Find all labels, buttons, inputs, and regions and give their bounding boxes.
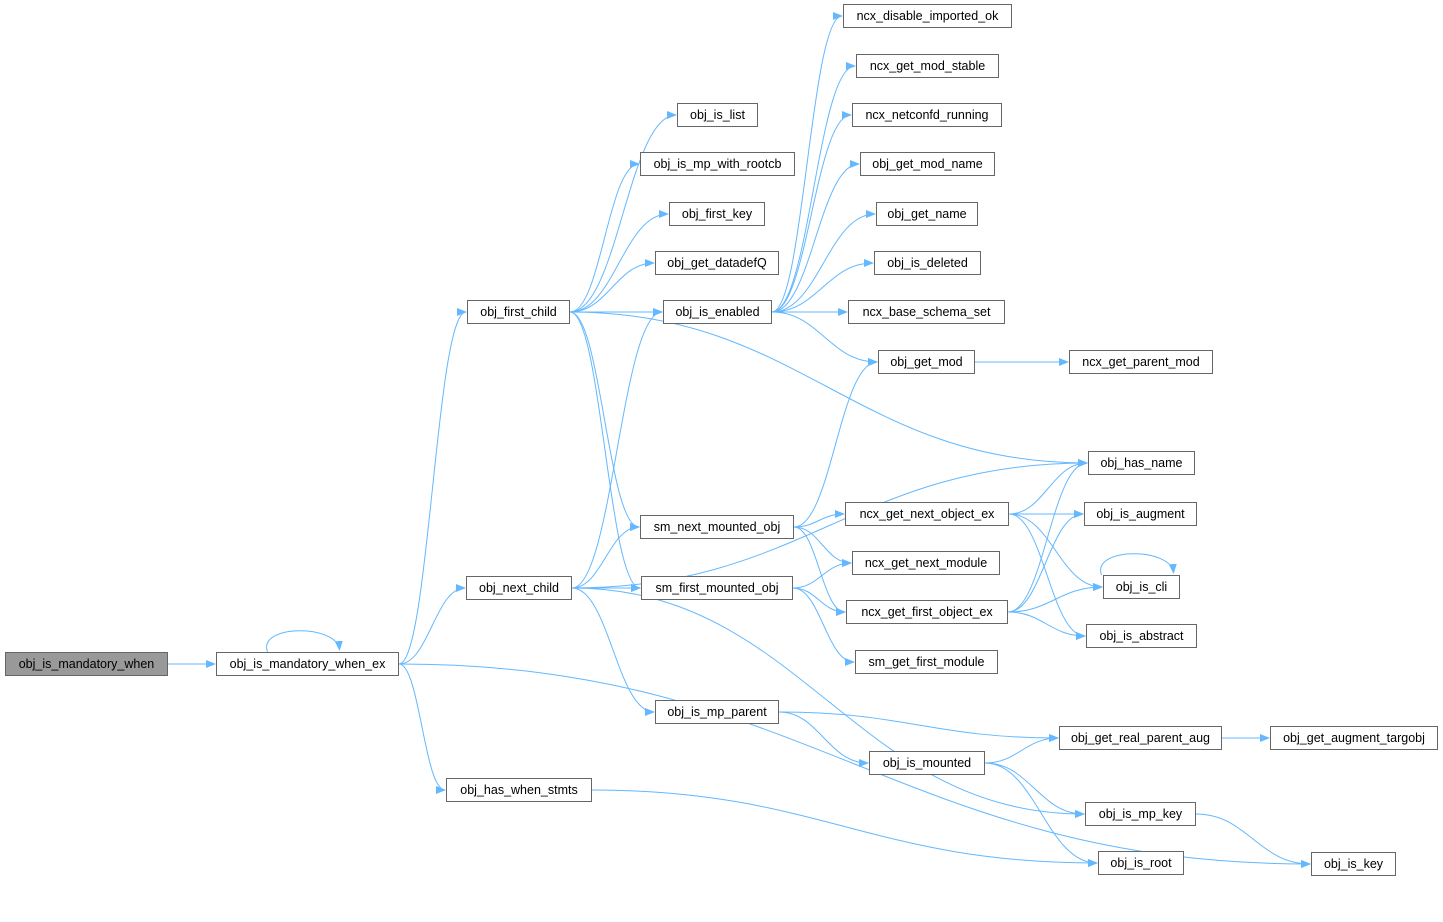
node-obj-is-cli[interactable]: obj_is_cli <box>1103 575 1180 599</box>
edge-n12-to-n30 <box>778 711 1059 742</box>
node-obj-is-mandatory-when[interactable]: obj_is_mandatory_when <box>5 652 168 676</box>
edge-n1-to-n4 <box>398 663 446 794</box>
node-obj-next-child[interactable]: obj_next_child <box>466 576 572 600</box>
node-obj-is-list[interactable]: obj_is_list <box>677 103 758 127</box>
node-ncx-get-first-object-ex[interactable]: ncx_get_first_object_ex <box>846 600 1008 624</box>
edge-n9-to-n17 <box>771 210 876 313</box>
edge-n27-to-n24 <box>1007 510 1084 613</box>
node-obj-get-augment-targobj[interactable]: obj_get_augment_targobj <box>1270 726 1438 750</box>
node-obj-first-key[interactable]: obj_first_key <box>669 202 765 226</box>
edge-n10-to-n25 <box>793 526 852 567</box>
node-obj-is-mp-with-rootcb[interactable]: obj_is_mp_with_rootcb <box>640 152 795 176</box>
edge-n32-to-n33 <box>984 762 1085 818</box>
edge-n32-to-n34 <box>984 762 1098 867</box>
node-obj-has-when-stmts[interactable]: obj_has_when_stmts <box>446 778 592 802</box>
node-ncx-get-parent-mod[interactable]: ncx_get_parent_mod <box>1069 350 1213 374</box>
edge-n11-to-n25 <box>792 559 852 589</box>
node-obj-get-real-parent-aug[interactable]: obj_get_real_parent_aug <box>1059 726 1222 750</box>
edge-n9-to-n14 <box>771 62 856 313</box>
edge-n11-to-n27 <box>792 587 846 616</box>
edge-n23-to-n28 <box>1008 513 1086 640</box>
edge-n2-to-n6 <box>569 160 640 313</box>
edge-n2-to-n8 <box>569 259 655 313</box>
node-sm-first-mounted-obj[interactable]: sm_first_mounted_obj <box>641 576 793 600</box>
edge-n23-to-n26 <box>1008 513 1103 591</box>
edge-n2-to-n7 <box>569 210 669 313</box>
node-obj-get-name[interactable]: obj_get_name <box>876 202 978 226</box>
node-obj-is-key[interactable]: obj_is_key <box>1311 852 1396 876</box>
edge-n32-to-n30 <box>984 734 1059 764</box>
node-ncx-get-next-module[interactable]: ncx_get_next_module <box>852 551 1000 575</box>
edge-n9-to-n18 <box>771 259 874 313</box>
node-obj-is-mp-parent[interactable]: obj_is_mp_parent <box>655 700 779 724</box>
edge-n3-to-n12 <box>571 587 655 716</box>
node-obj-is-deleted[interactable]: obj_is_deleted <box>874 251 981 275</box>
node-obj-get-mod-name[interactable]: obj_get_mod_name <box>860 152 995 176</box>
edge-n1-to-n1 <box>266 630 343 653</box>
node-obj-is-mounted[interactable]: obj_is_mounted <box>869 751 985 775</box>
edge-n11-to-n29 <box>792 587 855 666</box>
node-obj-is-root[interactable]: obj_is_root <box>1098 851 1184 875</box>
edge-n3-to-n10 <box>571 523 640 589</box>
node-ncx-disable-imported-ok[interactable]: ncx_disable_imported_ok <box>843 4 1012 28</box>
edge-n1-to-n3 <box>398 584 466 665</box>
node-obj-get-mod[interactable]: obj_get_mod <box>878 350 975 374</box>
edge-n27-to-n26 <box>1007 583 1103 613</box>
edge-n2-to-n10 <box>569 311 640 531</box>
edge-n27-to-n28 <box>1007 611 1086 640</box>
node-sm-get-first-module[interactable]: sm_get_first_module <box>855 650 998 674</box>
edge-n9-to-n16 <box>771 160 860 313</box>
edge-n9-to-n13 <box>771 12 843 313</box>
node-obj-is-enabled[interactable]: obj_is_enabled <box>663 300 772 324</box>
edge-n23-to-n22 <box>1008 459 1088 515</box>
node-obj-is-mandatory-when-ex[interactable]: obj_is_mandatory_when_ex <box>216 652 399 676</box>
node-ncx-base-schema-set[interactable]: ncx_base_schema_set <box>848 300 1005 324</box>
node-obj-first-child[interactable]: obj_first_child <box>467 300 570 324</box>
node-ncx-get-mod-stable[interactable]: ncx_get_mod_stable <box>856 54 999 78</box>
node-obj-get-datadefQ[interactable]: obj_get_datadefQ <box>655 251 779 275</box>
edge-n2-to-n5 <box>569 111 677 313</box>
node-ncx-netconfd-running[interactable]: ncx_netconfd_running <box>852 103 1002 127</box>
edge-n26-to-n26 <box>1100 553 1177 576</box>
edge-n1-to-n2 <box>398 308 467 665</box>
edge-n1-to-n35 <box>398 663 1311 868</box>
edge-n2-to-n22 <box>569 311 1088 467</box>
node-sm-next-mounted-obj[interactable]: sm_next_mounted_obj <box>640 515 794 539</box>
edge-n3-to-n9 <box>571 308 663 589</box>
edge-n10-to-n23 <box>793 510 845 528</box>
edge-n9-to-n20 <box>771 311 878 366</box>
node-ncx-get-next-object-ex[interactable]: ncx_get_next_object_ex <box>845 502 1009 526</box>
edge-n2-to-n11 <box>569 311 641 592</box>
edge-n27-to-n22 <box>1007 459 1088 613</box>
node-obj-is-abstract[interactable]: obj_is_abstract <box>1086 624 1197 648</box>
edge-n10-to-n27 <box>793 526 846 616</box>
edge-n9-to-n15 <box>771 111 852 313</box>
edge-n10-to-n20 <box>793 358 878 528</box>
node-obj-has-name[interactable]: obj_has_name <box>1088 451 1195 475</box>
edge-n12-to-n32 <box>778 711 869 767</box>
edge-n33-to-n35 <box>1195 813 1311 868</box>
edge-n3-to-n33 <box>571 587 1085 818</box>
node-obj-is-mp-key[interactable]: obj_is_mp_key <box>1085 802 1196 826</box>
edge-n4-to-n34 <box>591 789 1098 867</box>
node-obj-is-augment[interactable]: obj_is_augment <box>1084 502 1197 526</box>
